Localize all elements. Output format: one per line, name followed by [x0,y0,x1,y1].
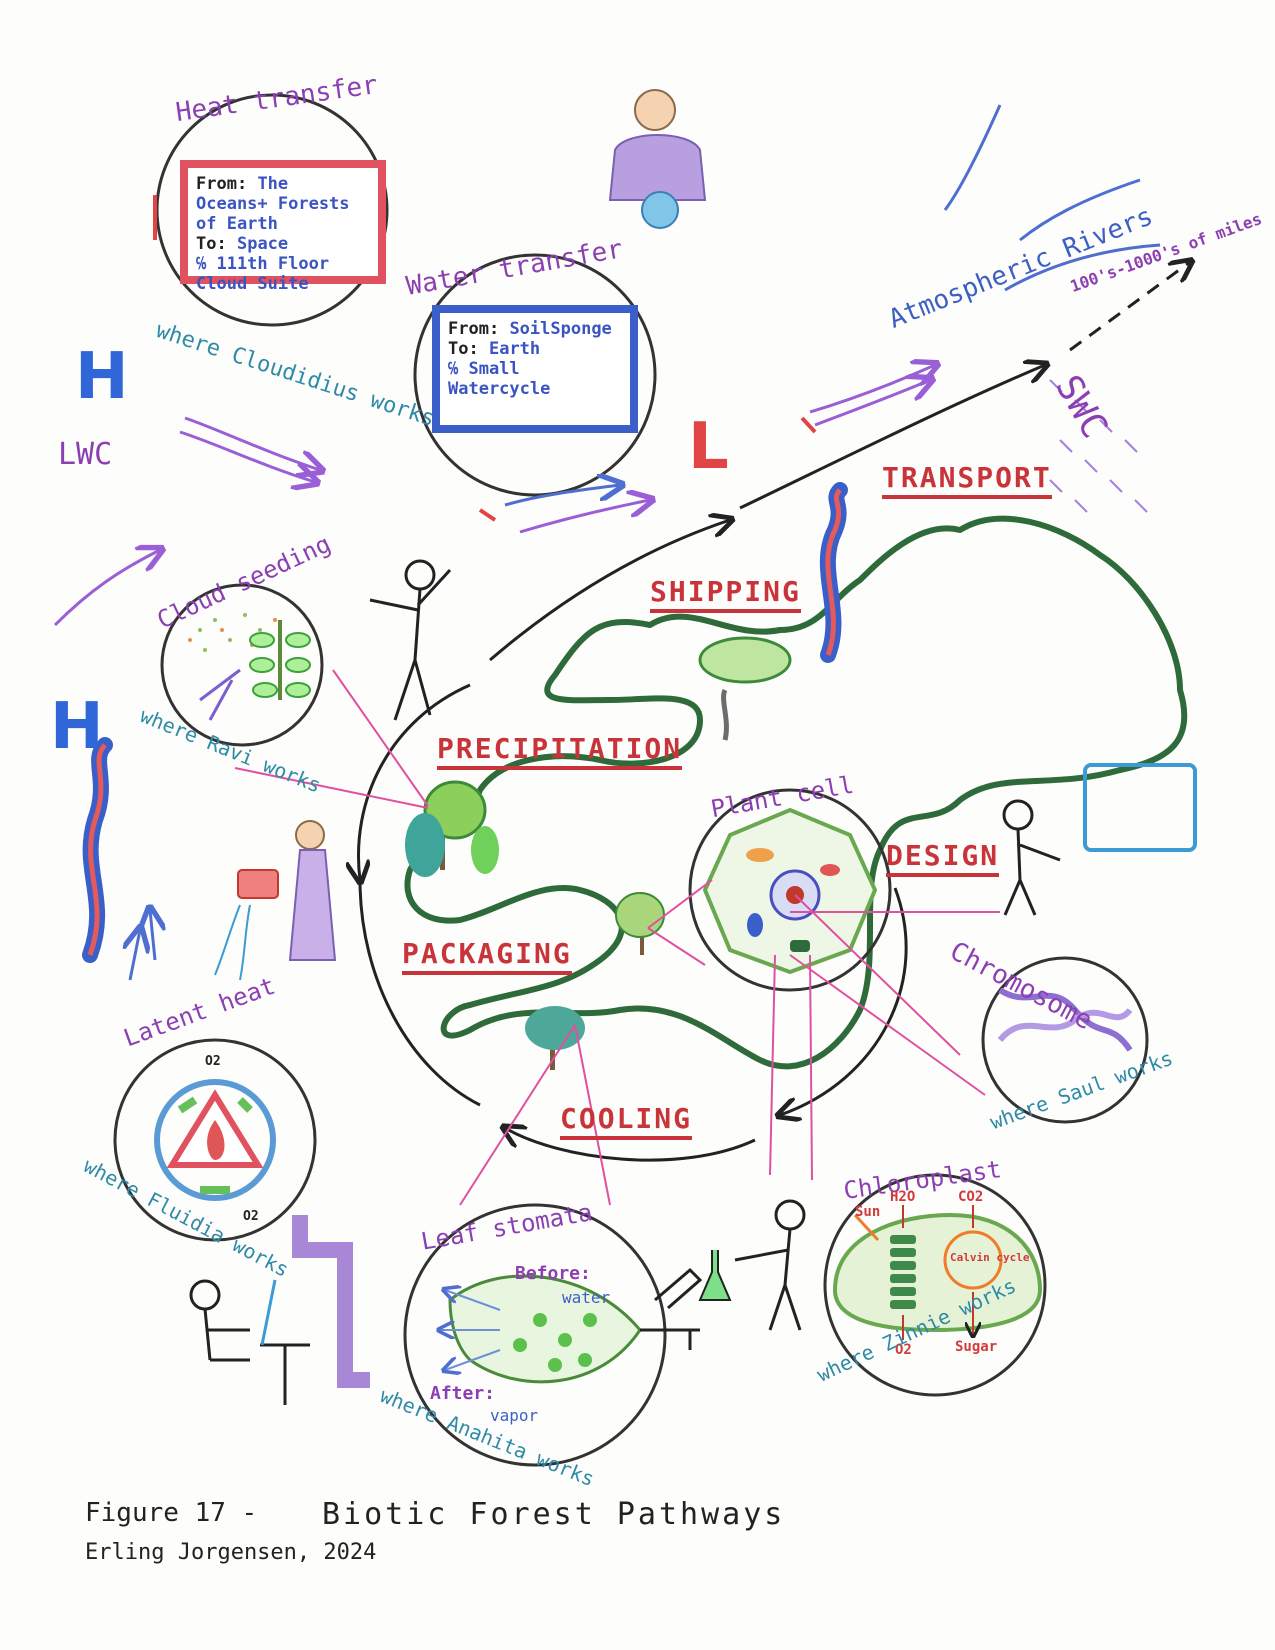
chloroplast-calvin: Calvin cycle [950,1251,1030,1264]
cycle-arc-right [780,887,908,1115]
heat-to-detail: ℅ 111th Floor Cloud Suite [196,254,330,294]
cycle-arc-leftlow [358,879,481,1107]
heat-to-value: Space [236,234,289,254]
dna-strand-b [997,1007,1133,1043]
figure-scientist [734,1199,806,1331]
water-to-key: To: [448,339,479,359]
leaf-shape [448,1274,642,1384]
water-to-detail: ℅ Small Watercycle [448,359,551,399]
figure-cloud-seeder [369,559,452,721]
chloroplast-body [832,1212,1043,1333]
calvin-cycle-ring [943,1230,1003,1290]
forest-outline [404,515,1188,1070]
flask [698,1250,732,1301]
stage-design: DESIGN [886,842,1000,877]
chloroplast-sugar: Sugar [955,1339,998,1355]
latent-heat-o2-bottom: O2 [243,1209,259,1224]
water-from-key: From: [448,319,500,339]
tree-shipping [698,636,792,741]
chloroplast-co2: CO2 [958,1189,984,1205]
transport-arrow [739,365,1045,510]
distance-dashed-arrow [1069,262,1190,352]
water-from-value: SoilSponge [509,319,612,339]
chloroplast-sun: Sun [855,1204,881,1220]
stage-shipping: SHIPPING [650,578,801,613]
microscope [640,1267,703,1350]
heat-to-key: To: [196,234,227,254]
figure-designer [1002,763,1197,916]
figure-desk-worker [189,1279,310,1405]
chloroplast-circle [823,1173,1047,1397]
chloroplast-h2o: H2O [890,1189,916,1205]
chloroplast-o2: O2 [895,1342,912,1358]
figure-cloudidius [608,89,707,229]
water-to-value: Earth [488,339,541,359]
water-transfer-box: From: SoilSponge To: Earth ℅ Small Water… [432,305,638,433]
pipe [292,1215,370,1388]
stage-precipitation: PRECIPITATION [437,735,683,770]
stage-cooling: COOLING [560,1105,693,1140]
tree-precipitation [405,780,499,877]
water-transfer-circle [413,253,657,497]
leaf-stomata-circle [403,1203,667,1467]
latent-heat-circle [113,1038,317,1242]
figure-title: Biotic Forest Pathways [322,1497,786,1532]
stomata-after-label: After: [430,1383,496,1404]
author-credit: Erling Jorgensen, 2024 [85,1540,377,1565]
figure-label: Figure 17 - [85,1498,258,1528]
stomata-before-value: water [562,1288,611,1307]
low-pressure: L [688,410,729,484]
stage-packaging: PACKAGING [402,940,572,975]
tree-packaging [615,892,665,955]
heat-from-value: The Oceans+ Forests of Earth [196,174,350,234]
cycle-arc-upper [489,520,730,662]
cloud-seeding-circle [160,583,324,747]
dna-strand-a [998,987,1133,1052]
stomata-before-label: Before: [515,1263,591,1284]
latent-heat-o2-top: O2 [205,1054,221,1069]
cycle-arc-bottom [505,1128,756,1162]
high-pressure-1: H [75,340,129,414]
figure-fluidia [214,820,337,981]
heat-from-key: From: [196,174,248,194]
chromosome-circle [981,956,1149,1124]
heat-transfer-box: From: The Oceans+ Forests of Earth To: S… [180,160,386,294]
high-pressure-2: H [50,690,104,764]
cycle-arc-left [358,683,471,880]
stomata-after-value: vapor [490,1406,539,1425]
tree-cooling [525,1006,585,1070]
plant-cell-circle [688,788,892,992]
stage-transport: TRANSPORT [882,464,1052,499]
lwc-label: LWC [58,437,113,472]
